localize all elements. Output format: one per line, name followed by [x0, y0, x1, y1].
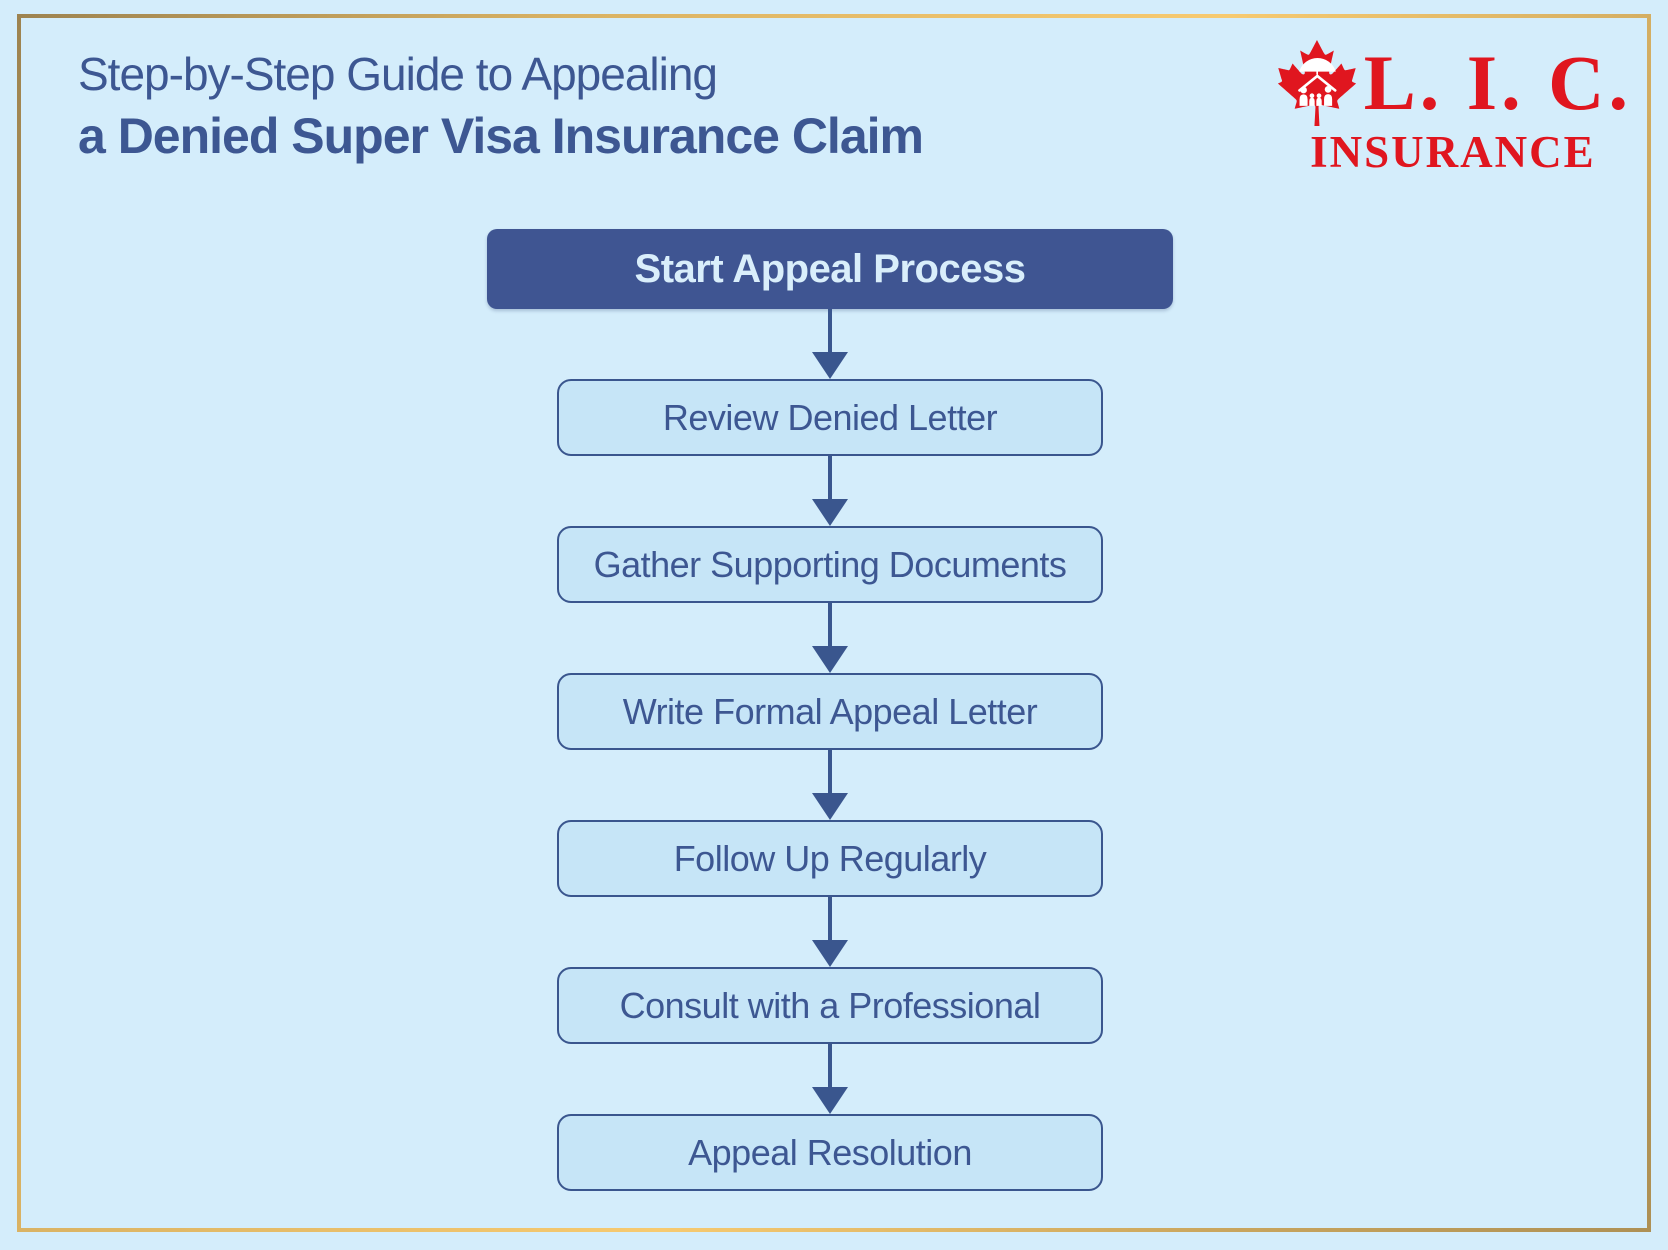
arrow-head — [812, 499, 848, 526]
title-line-1: Step-by-Step Guide to Appealing — [78, 48, 718, 100]
arrow-stem — [828, 1044, 832, 1088]
step-node-label: Consult with a Professional — [619, 984, 1041, 1026]
logo-name-text: L. I. C. — [1363, 39, 1632, 126]
step-node-5: Consult with a Professional — [557, 967, 1103, 1044]
flowchart: Start Appeal Process Review Denied Lette… — [487, 229, 1173, 1191]
flow-arrow-down — [812, 603, 848, 673]
arrow-head — [812, 1087, 848, 1114]
step-node-6: Appeal Resolution — [557, 1114, 1103, 1191]
step-node-2: Gather Supporting Documents — [557, 526, 1103, 603]
logo-row: L. I. C. — [1274, 38, 1632, 128]
logo-subtitle-text: INSURANCE — [1310, 127, 1596, 177]
arrow-head — [812, 646, 848, 673]
step-node-4: Follow Up Regularly — [557, 820, 1103, 897]
flow-arrow-down — [812, 750, 848, 820]
arrow-head — [812, 352, 848, 379]
flow-arrow-down — [812, 1044, 848, 1114]
arrow-stem — [828, 897, 832, 941]
start-node: Start Appeal Process — [487, 229, 1173, 309]
arrow-stem — [828, 603, 832, 647]
start-node-label: Start Appeal Process — [634, 246, 1026, 291]
flow-arrow-down — [812, 309, 848, 379]
step-node-1: Review Denied Letter — [557, 379, 1103, 456]
page-title: Step-by-Step Guide to Appealing a Denied… — [78, 46, 924, 169]
arrow-head — [812, 793, 848, 820]
step-node-label: Review Denied Letter — [662, 396, 998, 438]
arrow-stem — [828, 456, 832, 500]
step-node-3: Write Formal Appeal Letter — [557, 673, 1103, 750]
step-node-label: Follow Up Regularly — [673, 837, 987, 879]
maple-leaf-family-icon — [1277, 40, 1356, 126]
title-line-2: a Denied Super Visa Insurance Claim — [78, 107, 924, 164]
arrow-stem — [828, 750, 832, 794]
lic-insurance-logo: L. I. C. INSURANCE — [1274, 38, 1632, 175]
arrow-stem — [828, 309, 832, 353]
flow-arrow-down — [812, 456, 848, 526]
flow-arrow-down — [812, 897, 848, 967]
step-node-label: Write Formal Appeal Letter — [622, 690, 1038, 732]
step-node-label: Gather Supporting Documents — [593, 543, 1067, 585]
arrow-head — [812, 940, 848, 967]
step-node-label: Appeal Resolution — [688, 1131, 972, 1173]
